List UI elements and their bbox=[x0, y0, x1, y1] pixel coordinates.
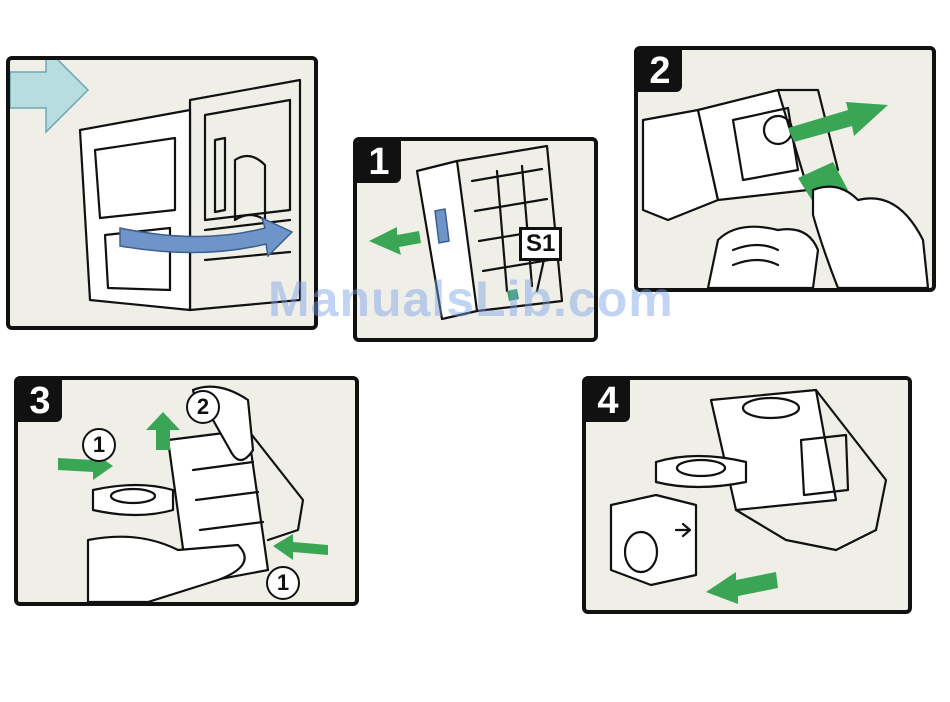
panel-step-4: 4 bbox=[582, 376, 912, 614]
pull-lever-illustration bbox=[638, 50, 932, 288]
part-label-s1: S1 bbox=[519, 227, 562, 261]
panel-step-3: 3 1 2 1 bbox=[14, 376, 359, 606]
panel-open-front-door bbox=[6, 56, 318, 330]
remove-cartridge-illustration bbox=[586, 380, 908, 610]
callout-step-3-1b: 1 bbox=[266, 566, 300, 600]
right-arrow-icon bbox=[6, 56, 96, 144]
panel-step-1: 1 S1 bbox=[353, 137, 598, 342]
callout-step-3-1a: 1 bbox=[82, 428, 116, 462]
callout-step-3-2: 2 bbox=[186, 390, 220, 424]
panel-step-2: 2 bbox=[634, 46, 936, 292]
